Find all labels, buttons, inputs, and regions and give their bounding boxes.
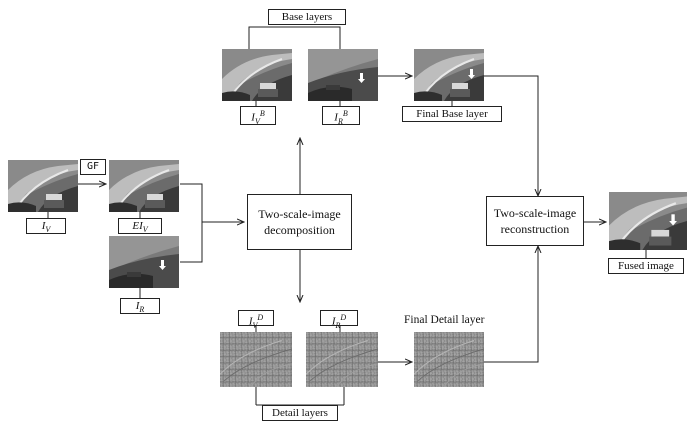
final-base-image [414, 49, 484, 101]
infrared-image [108, 236, 180, 288]
visible-detail-image [220, 332, 292, 387]
iv-label: IV [26, 218, 66, 234]
ivb-label: IVB [240, 106, 276, 126]
base-layers-label: Base layers [268, 9, 346, 25]
visible-base-image [222, 49, 292, 101]
final-base-layer-label: Final Base layer [402, 106, 502, 122]
infrared-detail-image [306, 332, 378, 387]
gf-label: GF [80, 159, 106, 175]
infrared-base-image [308, 49, 378, 101]
eiv-label: EIV [118, 218, 162, 234]
ird-label: IRD [320, 310, 358, 330]
ivd-label: IVD [238, 310, 274, 330]
ir-label: IR [120, 298, 160, 314]
visible-image [8, 160, 78, 212]
enhanced-visible-image [108, 160, 180, 212]
irb-label: IRB [322, 106, 360, 126]
detail-layers-label: Detail layers [262, 405, 338, 421]
reconstruction-box: Two-scale-image reconstruction [486, 196, 584, 246]
decomposition-box: Two-scale-image decomposition [247, 194, 352, 250]
fused-image-label: Fused image [608, 258, 684, 274]
fused-image [609, 192, 687, 250]
final-detail-image [414, 332, 484, 387]
final-detail-layer-label: Final Detail layer [404, 314, 485, 326]
